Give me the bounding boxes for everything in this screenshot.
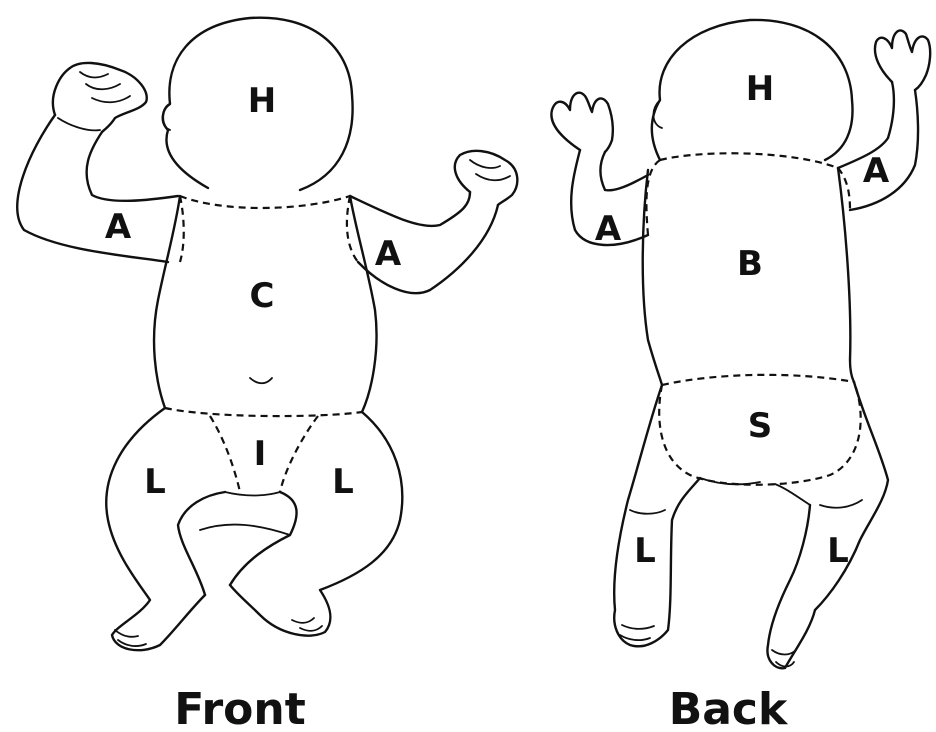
back-toes-right [772,650,796,667]
back-hand-left [551,93,612,152]
back-hip-left [614,385,700,646]
front-torso-right [350,196,377,412]
front-zone-groin-right [280,416,318,492]
back-torso-left [643,170,662,385]
front-arm-right-outer [350,192,470,226]
front-torso-left [154,196,180,408]
front-label-arm-right: A [375,234,402,274]
back-label-buttocks: S [748,406,773,446]
front-navel [250,378,272,383]
back-figure [551,20,930,668]
front-zone-shoulder-left [180,196,184,262]
front-fist-left [53,63,147,132]
back-zone-neck [660,153,838,168]
back-label-arm-left: A [595,209,622,249]
front-zone-neck [180,196,350,208]
back-label-back: B [737,244,763,284]
front-crossed-leg [200,492,290,535]
front-caption: Front [174,684,306,732]
back-knee-crease-left [630,510,665,514]
front-fist-right-fingers [470,160,510,180]
front-leg-left-outer [106,408,205,650]
back-knee-crease-right [820,500,862,508]
back-hip-right [767,382,888,668]
front-label-arm-left: A [105,207,132,247]
back-torso-right [838,168,854,382]
front-zone-groin-left [210,416,240,492]
front-leg-left-inner [178,492,225,595]
front-wrist-left [58,118,100,130]
back-hand-right [875,30,930,90]
back-label-head: H [746,69,774,109]
back-caption: Back [669,684,789,732]
back-label-leg-right: L [827,531,849,571]
back-arm-right-inner [850,90,918,210]
front-arm-left-outer [17,115,168,262]
front-arm-left-inner [87,132,178,201]
front-toes-left [115,630,146,646]
back-arm-left-inner [600,152,648,190]
front-toes-right [292,618,322,631]
back-label-leg-left: L [634,531,656,571]
back-zone-waist [662,375,854,385]
front-label-head: H [248,81,276,121]
back-leg-inner-right [775,484,810,505]
front-leg-right-inner [230,492,297,585]
front-label-inguinal: I [254,434,267,474]
front-label-chest: C [250,276,275,316]
back-label-arm-right: A [863,151,890,191]
front-label-leg-left: L [144,462,166,502]
front-label-leg-right: L [332,462,354,502]
back-toes-left [620,625,654,640]
front-fist-left-fingers [80,72,130,102]
front-zone-waist [165,408,362,416]
